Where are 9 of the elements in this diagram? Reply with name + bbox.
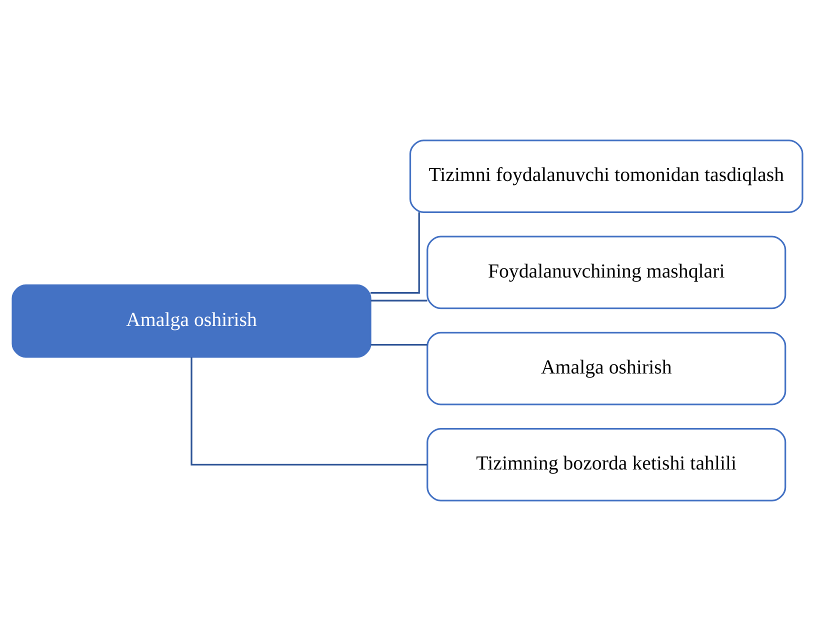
node-box: Amalga oshirish [12,284,372,358]
node-box: Amalga oshirish [426,331,786,405]
connector [370,343,428,346]
node-box: Tizimning bozorda ketishi tahlili [426,427,786,501]
node-box: Foydalanuvchining mashqlari [426,235,786,309]
connector [190,356,428,465]
connector [370,299,428,301]
node-box: Tizimni foydalanuvchi tomonidan tasdiqlash [409,139,804,213]
connector [370,212,420,294]
